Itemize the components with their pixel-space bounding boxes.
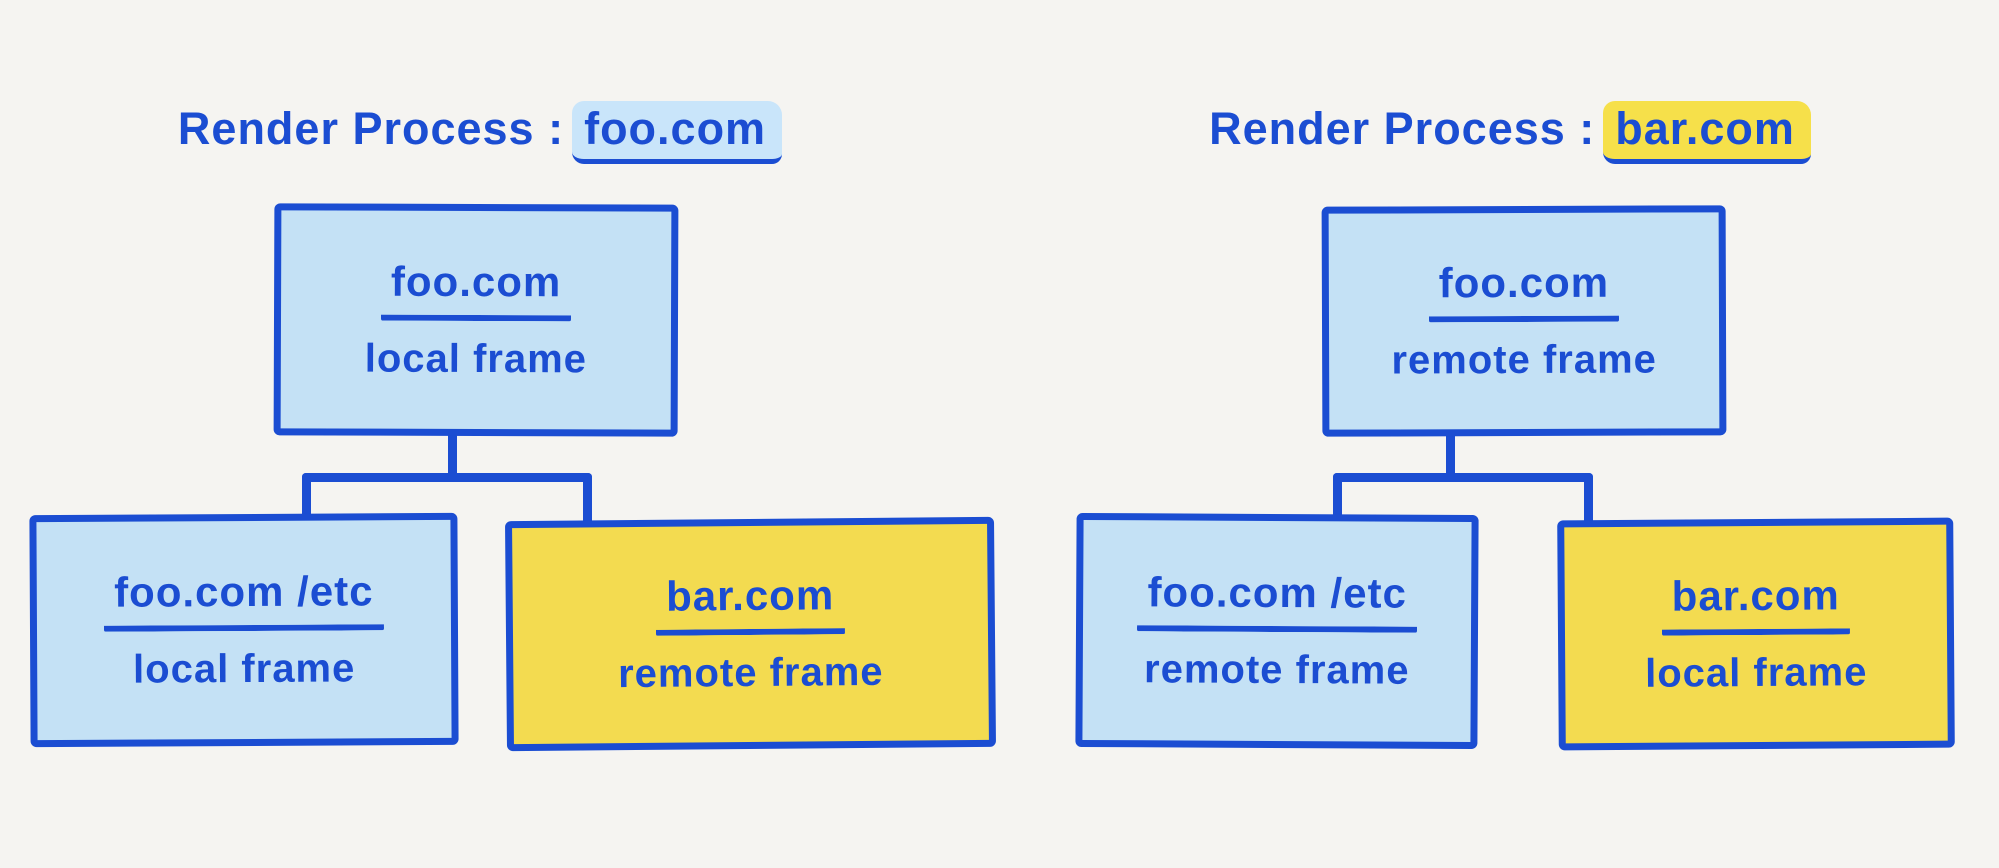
connector-parent-stub bbox=[1446, 432, 1455, 479]
frame-node-domain: bar.com bbox=[1661, 571, 1851, 636]
frame-node-type: local frame bbox=[1645, 650, 1868, 696]
frame-node-domain: foo.com bbox=[380, 257, 572, 322]
tree-title: Render Process :foo.com bbox=[120, 101, 840, 165]
connector-right-leg bbox=[1584, 473, 1593, 525]
frame-node-child: foo.com /etc local frame bbox=[29, 512, 459, 748]
tree-title-domain-highlight: foo.com bbox=[572, 101, 783, 165]
frame-node-root: foo.com remote frame bbox=[1321, 205, 1727, 437]
connector-parent-stub bbox=[448, 432, 457, 479]
tree-title-prefix: Render Process : bbox=[1209, 103, 1596, 155]
connector-left-leg bbox=[302, 473, 311, 519]
connector-left-leg bbox=[1333, 473, 1342, 519]
frame-node-domain: foo.com bbox=[1428, 258, 1620, 323]
tree-title-domain-highlight: bar.com bbox=[1603, 101, 1811, 165]
connector-right-leg bbox=[583, 473, 592, 525]
frame-node-type: remote frame bbox=[617, 649, 884, 697]
frame-node-child: bar.com local frame bbox=[1557, 517, 1955, 751]
frame-node-domain: bar.com bbox=[655, 571, 845, 636]
frame-node-type: local frame bbox=[132, 646, 356, 692]
frame-node-child: bar.com remote frame bbox=[505, 516, 996, 752]
frame-node-root: foo.com local frame bbox=[273, 203, 679, 437]
connector-horizontal-bar bbox=[302, 473, 592, 482]
frame-node-type: remote frame bbox=[1143, 647, 1410, 693]
frame-node-domain: foo.com /etc bbox=[103, 567, 384, 632]
frame-node-type: local frame bbox=[364, 336, 588, 382]
tree-title: Render Process :bar.com bbox=[1150, 101, 1870, 165]
tree-title-prefix: Render Process : bbox=[177, 103, 565, 155]
frame-node-type: remote frame bbox=[1391, 337, 1657, 383]
frame-node-domain: foo.com /etc bbox=[1137, 568, 1418, 633]
connector-horizontal-bar bbox=[1333, 473, 1593, 482]
frame-node-child: foo.com /etc remote frame bbox=[1075, 512, 1479, 750]
